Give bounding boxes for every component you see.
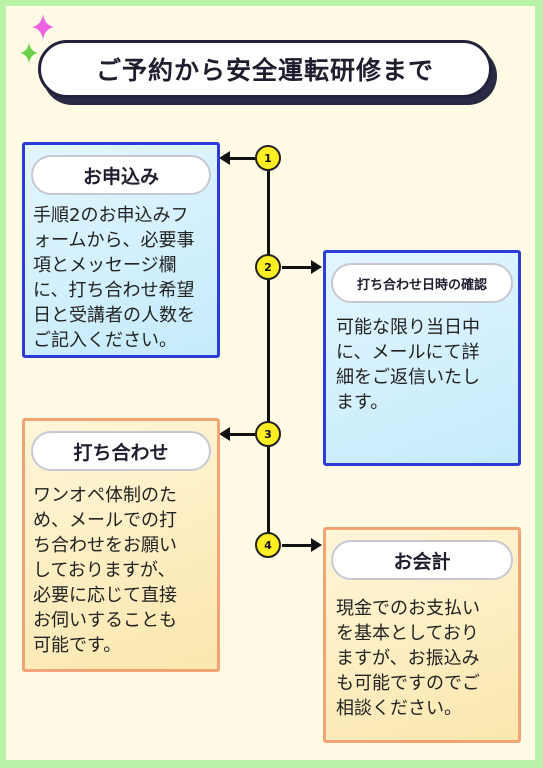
step-3-card: 打ち合わせ ワンオペ体制のた め、メールでの打 ち合わせをお願い しておりますが… — [22, 418, 220, 672]
step-4-card: お会計 現金でのお支払い を基本としており ますが、お振込み も可能ですのでご … — [323, 527, 521, 743]
page-title: ご予約から安全運転研修まで — [38, 40, 492, 98]
sparkle-pink-icon — [32, 14, 54, 40]
step-2-card: 打ち合わせ日時の確認 可能な限り当日中 に、メールにて詳 細をご返信いたし ます… — [323, 250, 521, 466]
sparkle-green-icon — [20, 42, 38, 64]
step-1-heading: お申込み — [31, 155, 211, 195]
step-2-number: 2 — [255, 254, 281, 280]
step-4-number: 4 — [255, 532, 281, 558]
step-1-card: お申込み 手順2のお申込みフ ォームから、必要事 項とメッセージ欄 に、打ち合わ… — [22, 142, 220, 358]
step-3-body: ワンオペ体制のた め、メールでの打 ち合わせをお願い しておりますが、 必要に応… — [33, 485, 177, 656]
step-3-number: 3 — [255, 421, 281, 447]
step-3-heading: 打ち合わせ — [31, 431, 211, 471]
arrow-to-step-4 — [282, 538, 322, 552]
arrow-to-step-1 — [219, 151, 256, 165]
step-1-number: 1 — [255, 145, 281, 171]
arrow-to-step-2 — [282, 260, 322, 274]
timeline-line — [267, 158, 270, 548]
step-2-body: 可能な限り当日中 に、メールにて詳 細をご返信いたし ます。 — [336, 317, 480, 413]
step-4-body: 現金でのお支払い を基本としており ますが、お振込み も可能ですのでご 相談くだ… — [336, 598, 480, 719]
arrow-to-step-3 — [219, 427, 256, 441]
step-4-heading: お会計 — [331, 540, 513, 580]
step-1-body: 手順2のお申込みフ ォームから、必要事 項とメッセージ欄 に、打ち合わせ希望 日… — [33, 205, 195, 351]
step-2-heading: 打ち合わせ日時の確認 — [331, 263, 513, 303]
